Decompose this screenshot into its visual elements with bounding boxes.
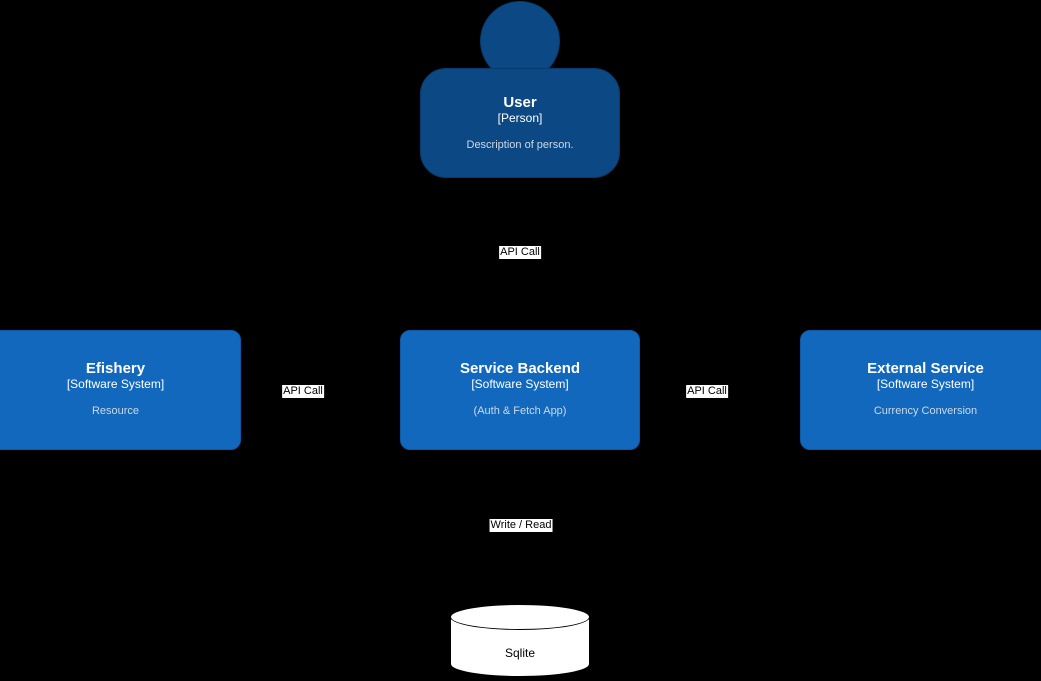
database-sqlite[interactable]: Sqlite xyxy=(450,604,590,677)
system-service-backend-description: (Auth & Fetch App) xyxy=(473,405,567,417)
person-description: Description of person. xyxy=(466,139,574,151)
database-cylinder-top xyxy=(450,604,590,630)
person-name: User xyxy=(503,94,537,111)
system-external-service-name: External Service xyxy=(867,360,984,377)
system-external-service-type: [Software System] xyxy=(876,377,975,391)
system-service-backend-name: Service Backend xyxy=(459,360,581,377)
edge-label-backend-to-efishery: API Call xyxy=(282,385,324,398)
system-service-backend[interactable]: Service Backend [Software System] (Auth … xyxy=(400,330,640,450)
person-body: User [Person] Description of person. xyxy=(420,68,620,178)
edge-label-backend-to-sqlite: Write / Read xyxy=(489,519,553,532)
database-sqlite-label: Sqlite xyxy=(504,646,536,660)
edge-label-backend-to-external: API Call xyxy=(686,385,728,398)
system-external-service-description: Currency Conversion xyxy=(873,405,978,417)
system-service-backend-type: [Software System] xyxy=(471,377,569,391)
edge-label-user-to-backend: API Call xyxy=(499,246,541,259)
system-efishery-description: Resource xyxy=(91,405,140,417)
system-efishery-type: [Software System] xyxy=(66,377,165,391)
system-external-service[interactable]: External Service [Software System] Curre… xyxy=(800,330,1041,450)
person-user[interactable]: User [Person] Description of person. xyxy=(420,1,620,178)
person-type: [Person] xyxy=(497,111,543,125)
system-efishery-name: Efishery xyxy=(85,360,146,377)
system-efishery[interactable]: Efishery [Software System] Resource xyxy=(0,330,241,450)
